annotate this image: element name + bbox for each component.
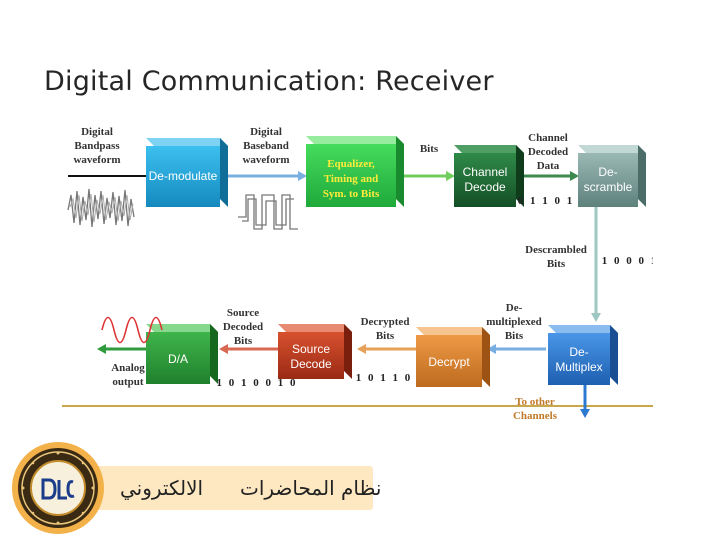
svg-text:Bandpass: Bandpass — [74, 140, 120, 152]
block-source-decode: Source Decode — [278, 324, 352, 379]
svg-text:multiplexed: multiplexed — [486, 316, 542, 328]
svg-text:scramble: scramble — [584, 180, 633, 194]
source-decoded-bits: 1 0 1 0 0 1 0 — [217, 377, 298, 389]
descrambled-label-line1: Descrambled — [525, 244, 587, 256]
svg-text:Bits: Bits — [234, 335, 253, 347]
other-channels-label-line1: To other — [515, 396, 555, 408]
svg-text:Decrypt: Decrypt — [428, 355, 470, 369]
output-label-line1: Analog — [111, 362, 145, 374]
receiver-block-diagram: De-modulate Equalizer, Timing and Sym. t… — [62, 125, 653, 423]
svg-text:Channel: Channel — [463, 165, 508, 179]
footer-bar — [95, 466, 373, 510]
block-channel-decode: Channel Decode — [454, 145, 524, 207]
block-decrypt: Decrypt — [416, 327, 490, 387]
block-equalizer: Equalizer, Timing and Sym. to Bits — [306, 136, 404, 207]
demux-label-line1: De- — [506, 302, 523, 314]
input-label-line1: Digital — [81, 126, 113, 138]
footer-text-right: نظام المحاضرات — [240, 476, 382, 500]
svg-text:Decode: Decode — [464, 180, 506, 194]
footer-text-left: الالكتروني — [120, 476, 204, 500]
decrypted-bits: 1 0 1 1 0 — [356, 372, 413, 384]
block-demodulate-label: De-modulate — [149, 169, 218, 183]
block-demodulate: De-modulate — [146, 138, 228, 207]
svg-text:Bits: Bits — [505, 330, 524, 342]
svg-text:D/A: D/A — [168, 352, 188, 366]
svg-text:Bits: Bits — [376, 330, 395, 342]
svg-text:waveform: waveform — [73, 154, 120, 166]
svg-text:Multiplex: Multiplex — [555, 360, 602, 374]
svg-text:De-: De- — [569, 345, 588, 359]
svg-text:waveform: waveform — [242, 154, 289, 166]
university-seal-icon — [10, 440, 106, 536]
svg-text:Source: Source — [292, 342, 330, 356]
baseband-waveform-icon — [238, 194, 298, 230]
block-da: D/A — [146, 324, 218, 384]
descrambled-bits: 1 0 0 0 1 — [602, 255, 653, 267]
block-demultiplex: De- Multiplex — [548, 325, 618, 385]
channel-decoded-bits: 0 1 1 0 1 — [518, 195, 575, 207]
analog-output-waveform-icon — [101, 316, 163, 344]
svg-text:Decode: Decode — [290, 357, 332, 371]
svg-text:Equalizer,: Equalizer, — [327, 158, 375, 170]
svg-text:Data: Data — [537, 160, 560, 172]
decrypted-label-line1: Decrypted — [361, 316, 410, 328]
svg-text:Bits: Bits — [547, 258, 566, 270]
svg-text:Channels: Channels — [513, 410, 558, 422]
svg-text:De-: De- — [598, 165, 617, 179]
svg-text:output: output — [112, 376, 144, 388]
svg-text:Baseband: Baseband — [243, 140, 289, 152]
source-decoded-label-line1: Source — [227, 307, 259, 319]
svg-text:Decoded: Decoded — [223, 321, 263, 333]
baseband-label-line1: Digital — [250, 126, 282, 138]
bits-label: Bits — [420, 143, 439, 155]
diagram-svg: De-modulate Equalizer, Timing and Sym. t… — [62, 126, 653, 422]
block-descramble: De- scramble — [578, 145, 646, 207]
svg-text:Decoded: Decoded — [528, 146, 568, 158]
svg-text:Timing and: Timing and — [324, 173, 379, 185]
slide-title: Digital Communication: Receiver — [44, 66, 494, 97]
svg-text:Sym. to Bits: Sym. to Bits — [323, 188, 380, 200]
channel-decoded-label-line1: Channel — [528, 132, 568, 144]
